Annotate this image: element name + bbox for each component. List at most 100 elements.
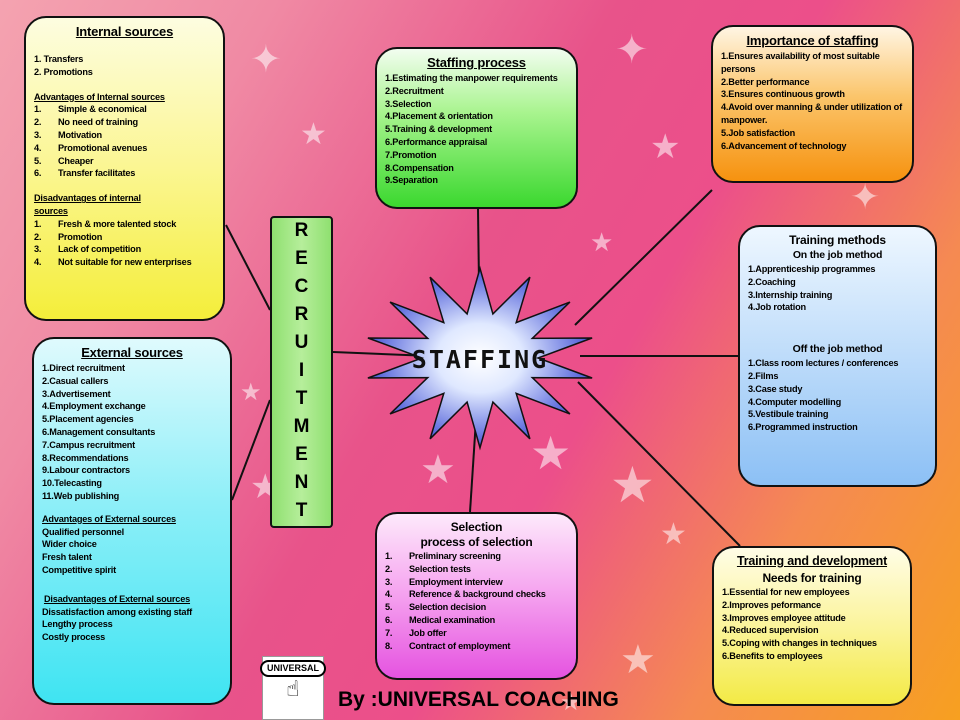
- off-the-job-item: 6.Programmed instruction: [748, 422, 858, 433]
- recruitment-letter: R: [294, 220, 309, 241]
- internal-item: 1. Transfers: [34, 54, 84, 64]
- selection-item: 7. Job offer: [385, 627, 568, 640]
- staffing-starburst: [367, 265, 593, 451]
- process-item: 9.Separation: [385, 175, 438, 186]
- training-development-box: Training and development Needs for train…: [712, 546, 912, 706]
- internal-advantage: 5.Cheaper: [34, 155, 215, 168]
- selection-item: 3.Employment interview: [385, 576, 568, 589]
- recruitment-letter: E: [295, 248, 308, 269]
- external-item: 10.Telecasting: [42, 478, 102, 489]
- internal-advantage-text: Motivation: [58, 129, 102, 140]
- external-item: 6.Management consultants: [42, 426, 156, 437]
- selection-title: Selection: [450, 520, 503, 534]
- selection-item: 4.Reference & background checks: [385, 588, 568, 601]
- selection-item-text: Job offer: [409, 627, 447, 638]
- training-title: Training and development: [736, 554, 888, 568]
- process-item: 6.Performance appraisal: [385, 136, 488, 147]
- line-to-training: [577, 381, 741, 547]
- importance-item: 1.Ensures availability of most suitable …: [721, 51, 880, 74]
- process-item: 7.Promotion: [385, 149, 437, 160]
- internal-advantage-text: Transfer facilitates: [58, 168, 136, 179]
- internal-advantage-number: 1.: [34, 104, 42, 115]
- external-item: 1.Direct recruitment: [42, 363, 125, 373]
- importance-item: 6.Advancement of technology: [721, 140, 847, 151]
- selection-item-text: Contract of employment: [409, 640, 511, 651]
- internal-advantage: 1.Simple & economical: [34, 103, 215, 116]
- process-title: Staffing process: [427, 55, 526, 70]
- internal-disadvantage-text: Fresh & more talented stock: [58, 218, 177, 229]
- selection-item-number: 7.: [385, 627, 393, 638]
- external-disadvantage: Costly process: [42, 632, 106, 643]
- off-the-job-item: 3.Case study: [748, 383, 803, 394]
- external-item: 2.Casual callers: [42, 375, 109, 386]
- training-need-item: 2.Improves peformance: [722, 599, 821, 610]
- internal-disadvantages-title: Disadvantages of internal sources: [34, 193, 141, 216]
- on-the-job-item: 4.Job rotation: [748, 302, 806, 313]
- internal-sources-box: Internal sources 1. Transfers 2. Promoti…: [24, 16, 225, 321]
- importance-item: 4.Avoid over manning & under utilization…: [721, 102, 902, 125]
- process-item: 3.Selection: [385, 98, 432, 109]
- selection-item: 1. Preliminary screening: [385, 550, 568, 563]
- recruitment-letter: E: [295, 444, 308, 465]
- training-need-item: 3.Improves employee attitude: [722, 612, 846, 623]
- internal-advantage-number: 6.: [34, 168, 42, 179]
- internal-disadvantage-text: Lack of competition: [58, 244, 141, 255]
- recruitment-letter: C: [294, 276, 309, 297]
- on-the-job-item: 2.Coaching: [748, 276, 796, 287]
- importance-box: Importance of staffing 1.Ensures availab…: [711, 25, 914, 183]
- selection-item-number: 6.: [385, 614, 393, 625]
- internal-title: Internal sources: [75, 24, 174, 39]
- off-the-job-title: Off the job method: [792, 343, 883, 356]
- external-advantage: Wider choice: [42, 539, 97, 550]
- footer-credit: By :UNIVERSAL COACHING: [338, 688, 619, 711]
- internal-advantage-text: Promotional avenues: [58, 142, 148, 153]
- on-the-job-item: 1.Apprenticeship programmes: [748, 264, 876, 274]
- selection-item-number: 1.: [385, 551, 393, 561]
- methods-title: Training methods: [789, 233, 886, 247]
- internal-disadvantage: 4.Not suitable for new enterprises: [34, 256, 215, 269]
- process-item: 4.Placement & orientation: [385, 111, 493, 122]
- selection-item: 8. Contract of employment: [385, 640, 568, 653]
- selection-item-number: 5.: [385, 602, 393, 613]
- universal-logo: UNIVERSAL ☝: [260, 656, 327, 720]
- internal-advantage-text: Cheaper: [58, 155, 94, 166]
- selection-item: 6.Medical examination: [385, 614, 568, 627]
- external-item: 4.Employment exchange: [42, 401, 146, 412]
- training-need-item: 5.Coping with changes in techniques: [722, 638, 877, 649]
- selection-box: Selection process of selection 1.Prelimi…: [375, 512, 578, 680]
- external-disadvantage: Dissatisfaction among existing staff: [42, 606, 193, 617]
- external-item: 8.Recommendations: [42, 452, 129, 463]
- selection-item-text: Preliminary screening: [409, 551, 501, 561]
- recruitment-letter: I: [298, 360, 305, 381]
- recruitment-letter: U: [294, 332, 309, 353]
- external-advantage: Competitive spirit: [42, 564, 116, 575]
- off-the-job-item: 1.Class room lectures / conferences: [748, 358, 899, 369]
- internal-disadvantage: 1.Fresh & more talented stock: [34, 218, 215, 231]
- internal-advantage: 6. Transfer facilitates: [34, 167, 215, 180]
- importance-item: 3.Ensures continuous growth: [721, 89, 845, 100]
- process-item: 1.Estimating the manpower requirements: [385, 73, 558, 83]
- external-disadvantages-title: Disadvantages of External sources: [43, 593, 191, 604]
- internal-advantage: 4.Promotional avenues: [34, 142, 215, 155]
- internal-disadvantage: 2.Promotion: [34, 231, 215, 244]
- off-the-job-item: 2.Films: [748, 370, 779, 381]
- internal-disadvantage-text: Not suitable for new enterprises: [58, 257, 192, 268]
- process-item: 8.Compensation: [385, 162, 454, 173]
- training-methods-box: Training methods On the job method 1.App…: [738, 225, 937, 487]
- logo-text: UNIVERSAL: [260, 660, 327, 677]
- importance-title: Importance of staffing: [746, 33, 879, 48]
- selection-item-number: 2.: [385, 563, 393, 574]
- selection-item-number: 8.: [385, 640, 393, 651]
- process-item: 2.Recruitment: [385, 85, 444, 96]
- external-disadvantage: Lengthy process: [42, 619, 113, 630]
